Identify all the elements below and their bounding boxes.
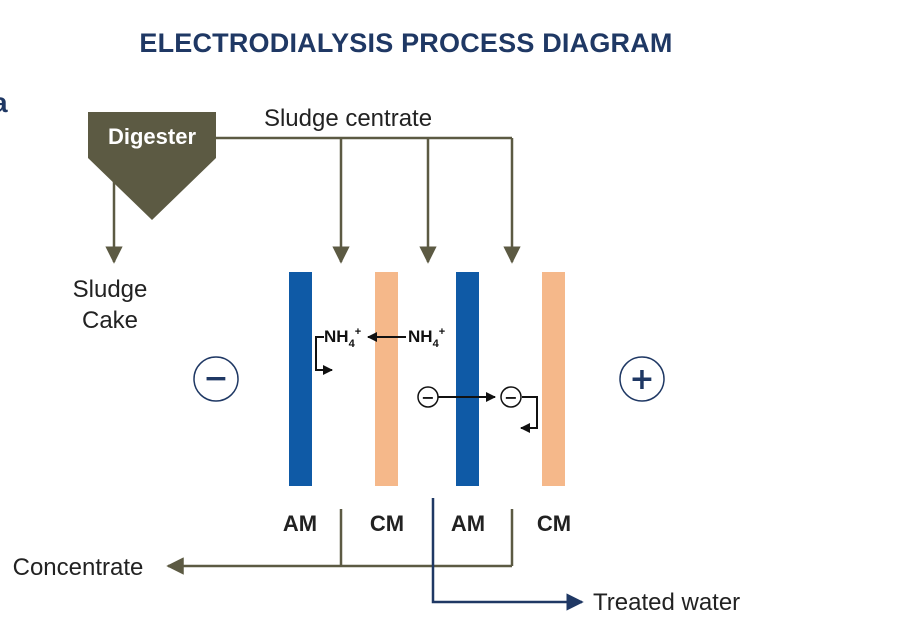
edge-fragment-text: a: [0, 87, 8, 118]
membrane-cm-2: [542, 272, 565, 486]
sludge-centrate-label: Sludge centrate: [264, 105, 432, 132]
positive-electrode-circle: [619, 356, 665, 402]
membrane-label-am-1: AM: [283, 511, 317, 536]
nh4-ion-left: NH4+: [324, 326, 361, 350]
sludge-cake-label-line1: Sludge: [73, 276, 148, 303]
membrane-cm-1: [375, 272, 398, 486]
anion-symbol-right: −: [504, 388, 517, 407]
anion-blocked-arrow: [520, 396, 538, 433]
sludge-centrate-feed: [216, 136, 521, 264]
nh4-blocked-arrow: [315, 336, 333, 375]
anion-icon-right: [500, 386, 522, 408]
treated-water-label: Treated water: [593, 589, 740, 616]
page-title: ELECTRODIALYSIS PROCESS DIAGRAM: [139, 28, 673, 58]
anion-symbol-left: −: [421, 388, 434, 407]
concentrate-label: Concentrate: [13, 554, 144, 581]
plus-icon: +: [629, 362, 654, 397]
membrane-am-1: [289, 272, 312, 486]
ammonium-migration: NH4+ NH4+: [315, 326, 445, 375]
negative-electrode: −: [193, 356, 239, 402]
minus-icon: −: [203, 361, 228, 396]
anion-migration: − −: [417, 386, 538, 433]
membrane-label-am-2: AM: [451, 511, 485, 536]
digester: Digester: [88, 112, 216, 220]
membrane-am-2: [456, 272, 479, 486]
positive-electrode: +: [619, 356, 665, 402]
negative-electrode-circle: [193, 356, 239, 402]
concentrate-outflow: [166, 509, 514, 575]
digester-tank-shape: [88, 112, 216, 220]
treated-water-arrow: [431, 498, 584, 611]
digester-label: Digester: [108, 124, 196, 149]
nh4-ion-right: NH4+: [408, 326, 445, 350]
sludge-cake-label-line2: Cake: [82, 307, 138, 334]
membrane-label-cm-2: CM: [537, 511, 571, 536]
membrane-label-cm-1: CM: [370, 511, 404, 536]
